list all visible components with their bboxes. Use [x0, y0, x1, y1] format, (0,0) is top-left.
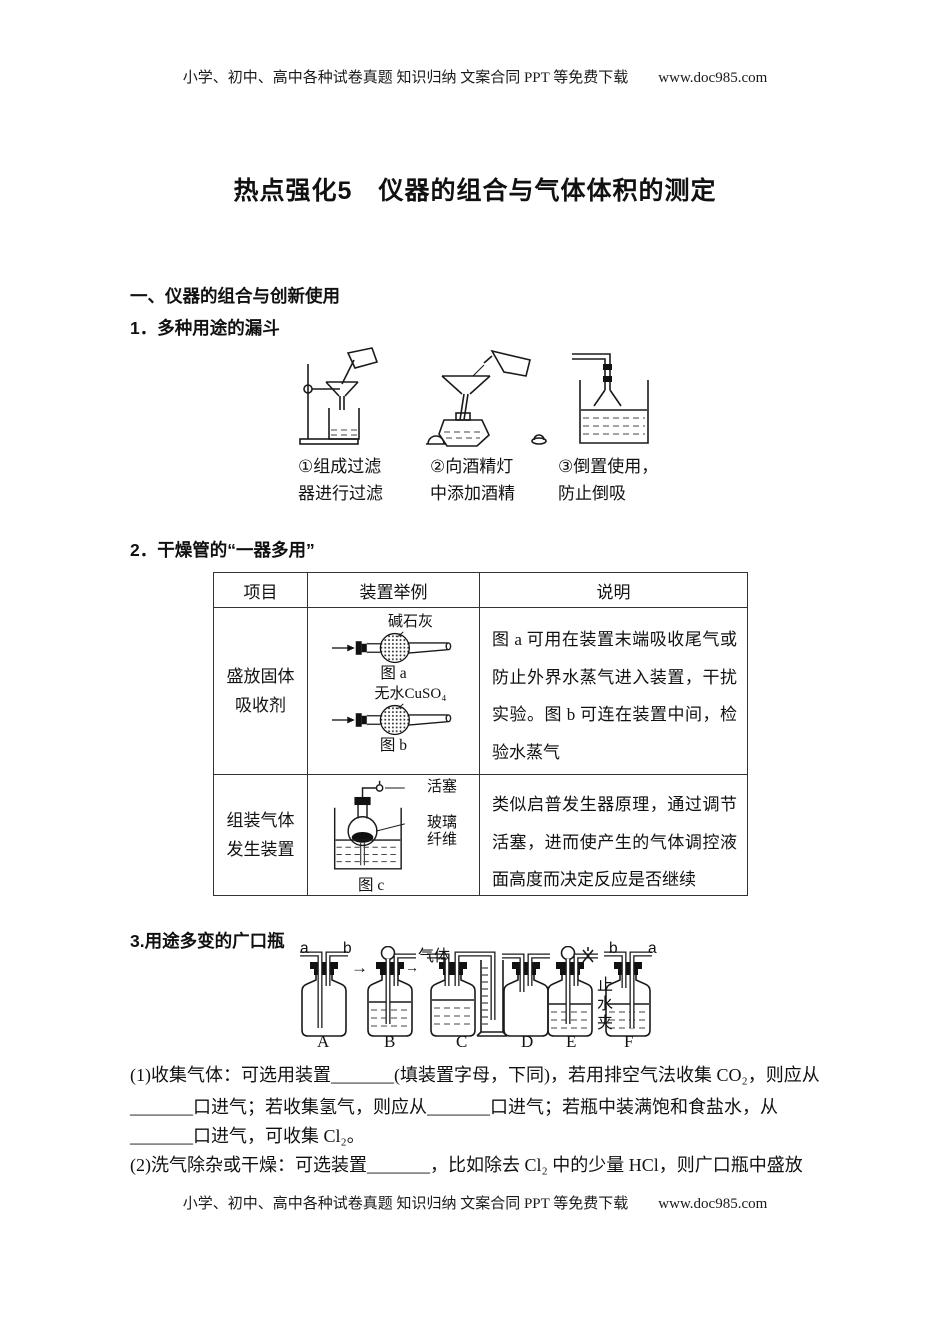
table-header-note: 说明: [480, 573, 748, 608]
table-row1-device: 碱石灰 图 a 无水CuSO₄: [308, 608, 480, 775]
page-footer: 小学、初中、高中各种试卷真题 知识归纳 文案合同 PPT 等免费下载 www.do…: [0, 1192, 950, 1213]
port-a-label-bottleF: a: [648, 940, 657, 957]
doc-title: 热点强化5 仪器的组合与气体体积的测定: [233, 177, 717, 205]
fig-b-caption: 图 b: [379, 737, 408, 754]
table-row1-note: 图 a 可用在装置末端吸收尾气或防止外界水蒸气进入装置，干扰实验。图 b 可连在…: [480, 608, 748, 775]
bottle-letter-E: E: [566, 1032, 577, 1051]
port-a-label-bottleA: a: [300, 940, 309, 957]
bottle-letter-A: A: [317, 1032, 330, 1051]
table-row2-note: 类似启普发生器原理，通过调节活塞，进而使产生的气体调控液面高度而决定反应是否继续: [480, 775, 748, 896]
stopcock-label: 活塞: [427, 779, 458, 795]
table-row2-device: 活塞 玻璃 纤维 图 c: [308, 775, 480, 896]
header-text: 小学、初中、高中各种试卷真题 知识归纳 文案合同 PPT 等免费下载: [182, 70, 629, 86]
table-header-device: 装置举例: [308, 573, 480, 608]
header-url: www.doc985.com: [658, 70, 768, 86]
bottles-figure: a b → 气体 → 止水夹 b a A B C D E F: [290, 940, 690, 1058]
bottle-letter-C: C: [456, 1032, 468, 1051]
drying-tube-b-drawing: [331, 703, 451, 736]
soda-lime-label: 碱石灰: [387, 614, 433, 630]
bottles-drawing: [300, 946, 652, 1037]
section-heading-1: 一、仪器的组合与创新使用: [130, 286, 340, 306]
row1-item-line1: 盛放固体: [226, 667, 295, 686]
funnel-usage-figure: ①组成过滤 器进行过滤 ②向酒精灯 中添加酒精 ③倒置使用， 防止倒吸: [280, 346, 710, 516]
table-header-item: 项目: [214, 573, 308, 608]
row2-item-line2: 发生装置: [226, 840, 295, 859]
row1-item-line2: 吸收剂: [235, 696, 286, 715]
arrow-right-icon: →: [351, 958, 368, 977]
question-1-line2: _______口进气；若收集氢气，则应从_______口进气；若瓶中装满饱和食盐…: [130, 1097, 778, 1117]
gas-arrow-icon: →: [405, 959, 419, 975]
glass-fiber-label-line1: 玻璃: [427, 815, 458, 831]
pinch-clamp-label: 止水夹: [594, 976, 611, 1033]
funnel-caption-2-line1: ②向酒精灯: [430, 457, 514, 476]
table-row2-item: 组装气体 发生装置: [214, 775, 308, 896]
alcohol-lamp-refill-drawing: [426, 349, 547, 447]
question-1-line1: (1)收集气体：可选用装置_______(填装置字母，下同)，若用排空气法收集 …: [130, 1065, 820, 1085]
question-2-line1: (2)洗气除杂或干燥：可选装置_______，比如除去 Cl₂ 中的少量 HCl…: [130, 1155, 803, 1175]
list-item-3: 3.用途多变的广口瓶: [130, 931, 285, 951]
bottle-letter-F: F: [624, 1032, 634, 1051]
filtration-setup-drawing: [299, 347, 379, 445]
fig-a-caption: 图 a: [380, 665, 407, 682]
list-item-1: 1．多种用途的漏斗: [130, 318, 280, 338]
funnel-caption-2-line2: 中添加酒精: [430, 484, 515, 503]
footer-text: 小学、初中、高中各种试卷真题 知识归纳 文案合同 PPT 等免费下载: [182, 1196, 629, 1212]
table-row1-item: 盛放固体 吸收剂: [214, 608, 308, 775]
list-item-2: 2．干燥管的“一器多用”: [130, 540, 315, 560]
cuso4-label: 无水CuSO₄: [374, 686, 447, 702]
drying-tube-a-drawing: [331, 631, 451, 664]
bottle-letter-D: D: [521, 1032, 534, 1051]
question-1-line3: _______口进气，可收集 Cl₂。: [130, 1126, 365, 1146]
gas-generator-drawing: [333, 780, 405, 870]
inverted-funnel-drawing: [572, 353, 649, 444]
funnel-caption-3-line2: 防止倒吸: [558, 484, 626, 503]
glass-fiber-label-line2: 纤维: [427, 832, 458, 848]
funnel-caption-1-line1: ①组成过滤: [298, 457, 382, 476]
bottle-letter-B: B: [384, 1032, 396, 1051]
page-header: 小学、初中、高中各种试卷真题 知识归纳 文案合同 PPT 等免费下载 www.do…: [0, 66, 950, 87]
drying-tube-table: 项目 装置举例 说明 盛放固体 吸收剂 碱石灰 图 a 无水CuS: [213, 572, 748, 896]
port-b-label-bottleA: b: [343, 940, 352, 957]
row2-item-line1: 组装气体: [226, 811, 295, 830]
port-b-label-bottleF: b: [609, 940, 618, 957]
funnel-caption-3-line1: ③倒置使用，: [558, 457, 659, 476]
fig-c-caption: 图 c: [358, 877, 385, 894]
gas-label: 气体: [418, 948, 451, 965]
footer-url: www.doc985.com: [658, 1196, 768, 1212]
funnel-caption-1-line2: 器进行过滤: [298, 484, 383, 503]
